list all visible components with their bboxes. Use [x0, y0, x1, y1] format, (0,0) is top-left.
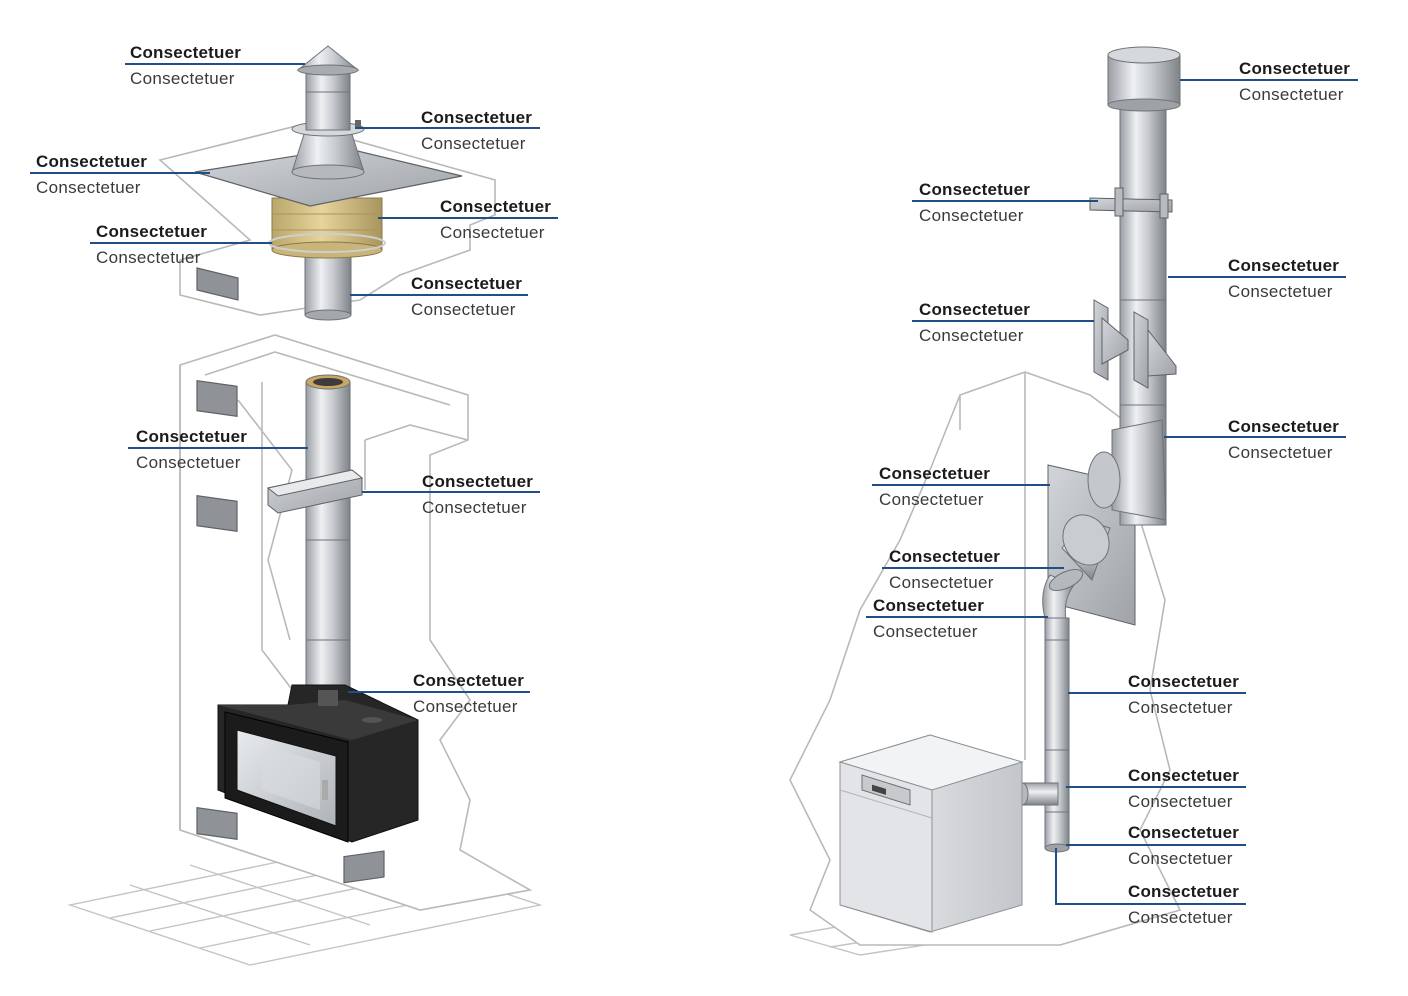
callout-tee: Consectetuer Consectetuer: [1228, 418, 1339, 461]
fireplace-flue-pipe: [305, 381, 351, 701]
callout-title: Consectetuer: [136, 427, 248, 446]
callout-subtitle: Consectetuer: [873, 622, 978, 641]
callout-subtitle: Consectetuer: [919, 206, 1024, 225]
wall-support-brackets: [1093, 299, 1177, 389]
callout-subtitle: Consectetuer: [879, 490, 984, 509]
boiler-unit: [838, 734, 1024, 933]
callout-subtitle: Consectetuer: [919, 326, 1024, 345]
callout-flue-pipe: Consectetuer Consectetuer: [136, 428, 247, 471]
callout-subtitle: Consectetuer: [889, 573, 994, 592]
tee-connector: [1111, 419, 1167, 521]
callout-subtitle: Consectetuer: [136, 453, 241, 472]
callout-title: Consectetuer: [1228, 256, 1340, 275]
callout-subtitle: Consectetuer: [130, 69, 235, 88]
callout-boiler-tee: Consectetuer Consectetuer: [1128, 767, 1239, 810]
fireplace-insert: [217, 684, 419, 843]
callout-title: Consectetuer: [1128, 766, 1240, 785]
callout-title: Consectetuer: [1128, 882, 1240, 901]
callout-lower-pipe: Consectetuer Consectetuer: [411, 275, 522, 318]
callout-roof-flashing: Consectetuer Consectetuer: [36, 153, 147, 196]
callout-title: Consectetuer: [421, 108, 533, 127]
callout-subtitle: Consectetuer: [36, 178, 141, 197]
leader-lines: [30, 63, 1358, 905]
callout-rain-cap: Consectetuer Consectetuer: [130, 44, 241, 87]
callout-storm-collar: Consectetuer Consectetuer: [421, 109, 532, 152]
callout-subtitle: Consectetuer: [1128, 698, 1233, 717]
boiler-connector-pipe: [1044, 617, 1070, 849]
callout-insulation: Consectetuer Consectetuer: [440, 198, 551, 241]
callout-support-bracket: Consectetuer Consectetuer: [422, 473, 533, 516]
wall-vents: [196, 380, 385, 884]
callout-subtitle: Consectetuer: [1128, 792, 1233, 811]
callout-subtitle: Consectetuer: [1228, 443, 1333, 462]
callout-title: Consectetuer: [440, 197, 552, 216]
callout-elbow: Consectetuer Consectetuer: [873, 597, 984, 640]
callout-title: Consectetuer: [919, 180, 1031, 199]
callout-title: Consectetuer: [1128, 672, 1240, 691]
wall-band-bracket: [1089, 187, 1173, 219]
callout-drain: Consectetuer Consectetuer: [1128, 824, 1239, 867]
callout-subtitle: Consectetuer: [1128, 849, 1233, 868]
callout-wall-band: Consectetuer Consectetuer: [919, 181, 1030, 224]
floor-support-bracket: [266, 469, 364, 514]
callout-vertical-pipe: Consectetuer Consectetuer: [1228, 257, 1339, 300]
callout-subtitle: Consectetuer: [422, 498, 527, 517]
callout-condensate: Consectetuer Consectetuer: [1128, 883, 1239, 926]
callout-title: Consectetuer: [413, 671, 525, 690]
callout-subtitle: Consectetuer: [411, 300, 516, 319]
callout-subtitle: Consectetuer: [96, 248, 201, 267]
callout-title: Consectetuer: [96, 222, 208, 241]
callout-subtitle: Consectetuer: [413, 697, 518, 716]
callout-subtitle: Consectetuer: [1128, 908, 1233, 927]
callout-firestop: Consectetuer Consectetuer: [96, 223, 207, 266]
callout-connector-pipe: Consectetuer Consectetuer: [1128, 673, 1239, 716]
callout-title: Consectetuer: [1239, 59, 1351, 78]
callout-title: Consectetuer: [36, 152, 148, 171]
callout-subtitle: Consectetuer: [440, 223, 545, 242]
callout-title: Consectetuer: [873, 596, 985, 615]
callout-subtitle: Consectetuer: [1228, 282, 1333, 301]
callout-title: Consectetuer: [422, 472, 534, 491]
callout-subtitle: Consectetuer: [421, 134, 526, 153]
callout-terminal: Consectetuer Consectetuer: [1239, 60, 1350, 103]
callout-title: Consectetuer: [130, 43, 242, 62]
roof-vent: [196, 267, 239, 301]
callout-title: Consectetuer: [919, 300, 1031, 319]
callout-title: Consectetuer: [1128, 823, 1240, 842]
callout-title: Consectetuer: [879, 464, 991, 483]
callout-subtitle: Consectetuer: [1239, 85, 1344, 104]
callout-wall-plate: Consectetuer Consectetuer: [879, 465, 990, 508]
callout-stove-adapter: Consectetuer Consectetuer: [413, 672, 524, 715]
top-upper-pipe: [305, 69, 351, 131]
callout-wall-pass: Consectetuer Consectetuer: [889, 548, 1000, 591]
callout-title: Consectetuer: [1228, 417, 1340, 436]
callout-title: Consectetuer: [411, 274, 523, 293]
callout-wall-support: Consectetuer Consectetuer: [919, 301, 1030, 344]
insulation-ring: [268, 197, 386, 259]
callout-title: Consectetuer: [889, 547, 1001, 566]
